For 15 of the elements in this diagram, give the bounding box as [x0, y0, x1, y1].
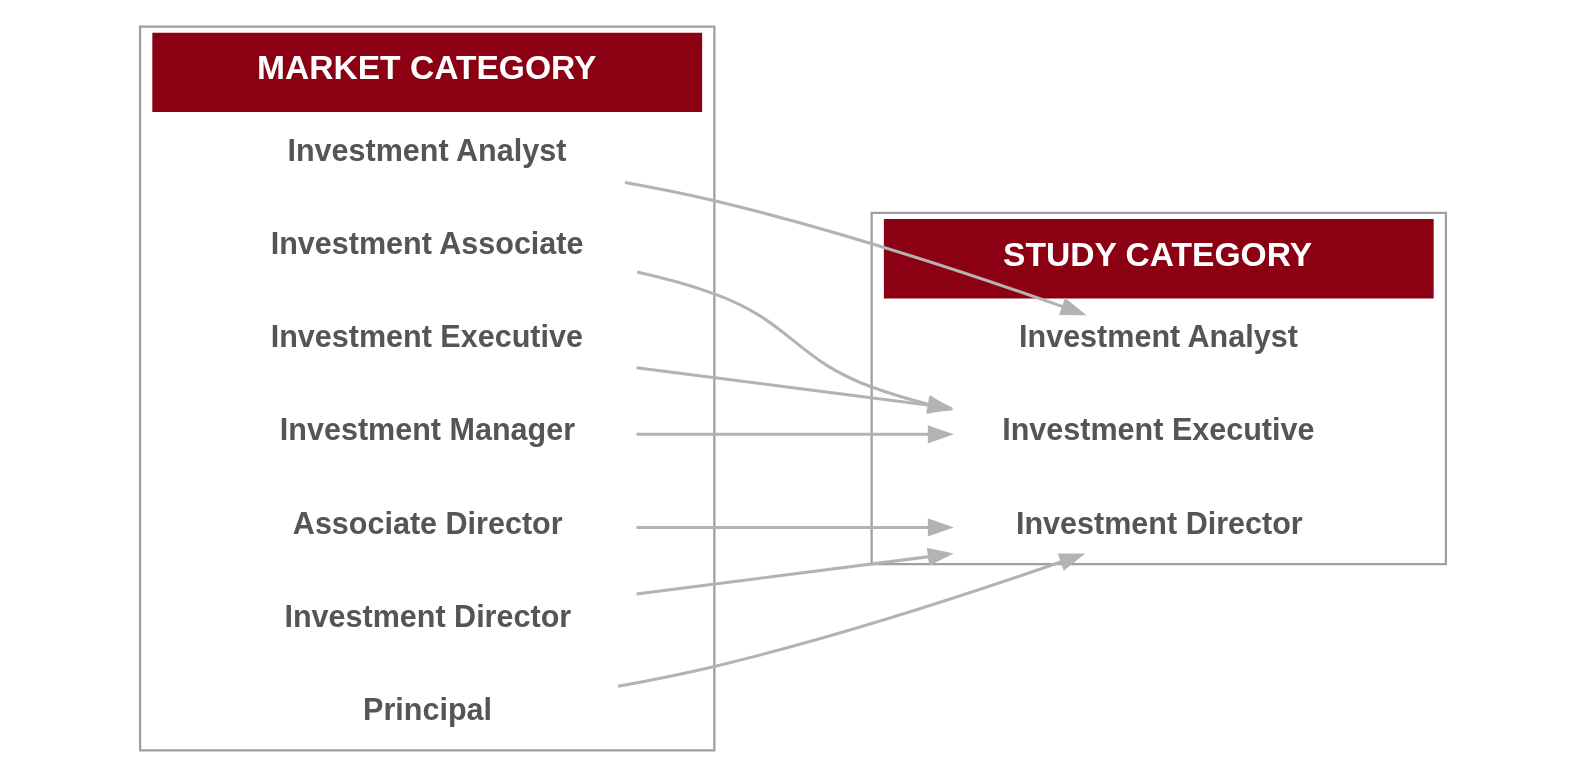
arrow	[636, 425, 954, 444]
node-text: Investment Executive	[1001, 412, 1314, 447]
arrow	[636, 518, 954, 537]
node-text: Investment Associate	[270, 226, 583, 261]
node-text: Principal	[362, 691, 492, 726]
arrow	[617, 553, 1085, 688]
node-text: Investment Analyst	[286, 132, 566, 167]
node-text: Associate Director	[292, 505, 563, 540]
arrow	[624, 180, 1087, 316]
node-text: Investment Director	[283, 598, 571, 633]
node-text: Investment Analyst	[1018, 319, 1298, 354]
node-text: Investment Director	[1015, 505, 1303, 540]
node-text: Investment Executive	[270, 319, 583, 354]
node-text: Investment Manager	[279, 412, 575, 447]
arrow	[635, 547, 954, 596]
